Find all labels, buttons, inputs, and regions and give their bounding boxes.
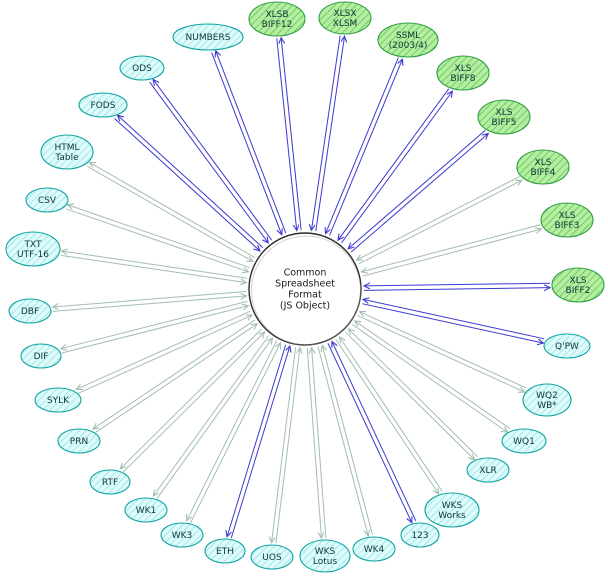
- edge-xls-biff3: [361, 224, 541, 277]
- edge-wq2-wb: [357, 312, 527, 392]
- node-n123: 123: [400, 522, 440, 548]
- edge-wk4: [317, 345, 373, 535]
- node-label: RTF: [102, 478, 118, 488]
- edge-xls-biff2: [364, 283, 550, 290]
- edge-csv: [65, 205, 251, 272]
- edge-ods: [149, 79, 273, 242]
- node-uos: UOS: [250, 544, 294, 570]
- node-sylk: SYLK: [34, 387, 82, 413]
- node-prn: PRN: [57, 428, 101, 454]
- node-fods: FODS: [78, 92, 128, 118]
- node-numbers: NUMBERS: [172, 23, 244, 51]
- edge-xlsb-biff12: [276, 38, 302, 231]
- edge-ssml: [326, 57, 403, 236]
- edge-xlsx-xlsm: [311, 36, 344, 231]
- edge-rtf: [120, 328, 264, 473]
- edge-sylk: [76, 310, 252, 394]
- node-ssml: SSML(2003/4): [377, 22, 439, 58]
- node-xlr: XLR: [466, 457, 510, 483]
- edge-prn: [93, 319, 257, 433]
- edge-txt-utf16: [61, 251, 247, 283]
- edge-n123: [327, 342, 417, 523]
- node-label: WK3: [172, 531, 193, 541]
- node-label: ETH: [216, 547, 234, 557]
- node-label: NUMBERS: [186, 33, 231, 43]
- node-label: SYLK: [47, 396, 70, 406]
- node-label: SSML(2003/4): [389, 31, 428, 51]
- node-label: WQ1: [513, 437, 535, 447]
- node-label: FODS: [91, 101, 116, 111]
- edge-wks-works: [335, 337, 443, 494]
- node-label: PRN: [70, 437, 88, 447]
- edge-xlr: [345, 329, 478, 460]
- edge-wk3: [187, 340, 281, 523]
- edge-wq1: [351, 321, 511, 432]
- node-label: WK4: [364, 545, 385, 555]
- node-label: UOS: [262, 553, 282, 563]
- edge-qpw: [362, 299, 544, 343]
- node-wk1: WK1: [124, 497, 168, 523]
- edge-uos: [272, 347, 300, 543]
- edge-wk1: [153, 335, 272, 499]
- edges: [53, 36, 550, 544]
- node-wk4: WK4: [352, 536, 396, 562]
- node-label: 123: [411, 531, 428, 541]
- edge-dbf: [53, 291, 247, 312]
- edge-wks-lotus: [306, 348, 327, 539]
- edge-numbers: [211, 51, 287, 235]
- node-wk3: WK3: [160, 522, 204, 548]
- node-label: DIF: [34, 352, 49, 362]
- edge-dif: [61, 300, 249, 354]
- node-label: WK1: [136, 506, 157, 516]
- edge-xls-biff8: [338, 88, 452, 243]
- edge-xls-biff4: [357, 175, 522, 265]
- node-dbf: DBF: [8, 298, 52, 324]
- edge-fods: [114, 115, 264, 251]
- node-dif: DIF: [20, 343, 62, 369]
- node-qpw: Q'PW: [543, 333, 591, 359]
- edge-html-table: [86, 162, 256, 261]
- node-label: DBF: [21, 307, 39, 317]
- node-label: CSV: [38, 196, 57, 206]
- node-eth: ETH: [204, 538, 246, 564]
- node-ods: ODS: [119, 55, 165, 81]
- node-wq1: WQ1: [501, 428, 547, 454]
- edge-xls-biff5: [348, 129, 488, 253]
- node-csv: CSV: [25, 187, 69, 213]
- node-label: Q'PW: [555, 342, 579, 352]
- node-rtf: RTF: [89, 469, 131, 495]
- node-label: XLR: [479, 466, 496, 476]
- edge-eth: [227, 344, 290, 539]
- node-label: ODS: [132, 64, 152, 74]
